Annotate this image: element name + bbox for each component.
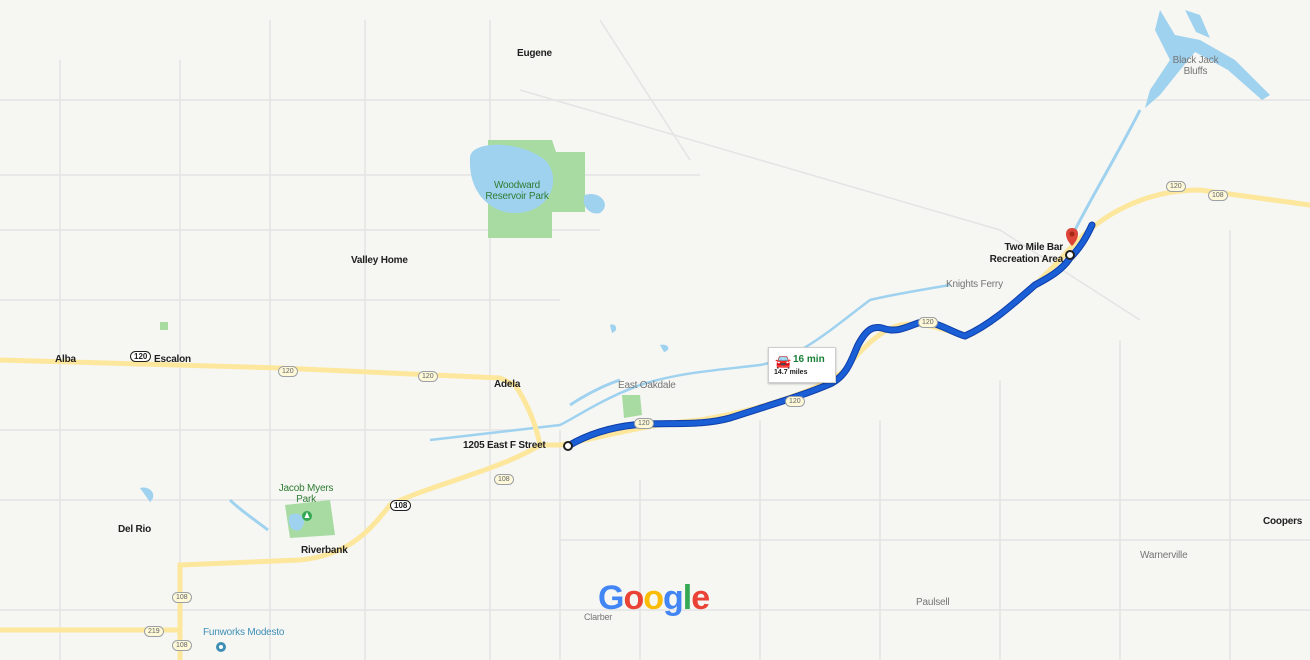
google-logo: Google [598, 578, 710, 618]
route-time: 16 min [793, 354, 825, 365]
highway-shield: 108 [390, 500, 412, 511]
place-label-valley-home: Valley Home [351, 255, 408, 266]
destination-marker[interactable] [1065, 250, 1075, 260]
logo-letter: o [643, 579, 664, 617]
place-label-jacob-myers-park[interactable]: Jacob Myers Park [278, 483, 334, 505]
origin-marker[interactable] [563, 441, 573, 451]
destination-label-line2: Recreation Area [989, 254, 1064, 265]
route-info-callout[interactable]: 🚘 16 min 14.7 miles [768, 347, 836, 383]
highway-shield: 120 [278, 366, 298, 377]
place-label-clarber: Clarber [584, 612, 613, 622]
water-bodies [140, 10, 1270, 531]
logo-letter: g [663, 579, 684, 617]
place-label-black-jack-bluffs: Black Jack Bluffs [1172, 55, 1219, 77]
destination-label-line1: Two Mile Bar [1004, 242, 1063, 253]
place-label-alba: Alba [55, 354, 76, 365]
highway-shield: 120 [1166, 181, 1186, 192]
park-pin-icon[interactable] [302, 511, 312, 521]
highway-shield: 120 [634, 418, 654, 429]
logo-letter: o [623, 579, 644, 617]
destination-pin-icon[interactable] [1066, 228, 1078, 246]
origin-label[interactable]: 1205 East F Street [463, 440, 546, 451]
attraction-pin-icon[interactable] [216, 642, 226, 652]
highway-shield: 108 [1208, 190, 1228, 201]
highway-shield: 108 [172, 592, 192, 603]
place-label-del-rio: Del Rio [118, 524, 152, 535]
logo-letter: l [682, 579, 693, 617]
place-label-escalon: Escalon [154, 354, 191, 365]
highway-shield: 108 [172, 640, 192, 651]
car-icon: 🚘 [775, 354, 792, 369]
place-label-riverbank: Riverbank [301, 545, 348, 556]
place-label-coopers: Coopers [1263, 516, 1303, 527]
place-label-east-oakdale: East Oakdale [618, 380, 676, 391]
place-label-knights-ferry: Knights Ferry [946, 279, 1003, 290]
logo-letter: e [691, 579, 710, 617]
minor-roads [0, 19, 1310, 660]
highway-shield: 120 [418, 371, 438, 382]
destination-label[interactable]: Two Mile Bar Recreation Area [977, 242, 1064, 266]
highway-shield: 120 [918, 317, 938, 328]
highway-shield: 120 [785, 396, 805, 407]
rivers [228, 109, 1142, 532]
logo-letter: G [598, 579, 624, 617]
place-label-adela: Adela [494, 379, 521, 390]
route-distance: 14.7 miles [774, 369, 808, 376]
place-label-warnerville: Warnerville [1140, 550, 1188, 561]
place-label-paulsell: Paulsell [916, 597, 950, 608]
highway-shield: 120 [130, 351, 152, 362]
highway-shield: 108 [494, 474, 514, 485]
place-label-funworks[interactable]: Funworks Modesto [203, 627, 285, 638]
highway-shield: 219 [144, 626, 164, 637]
place-label-eugene: Eugene [517, 48, 552, 59]
place-label-woodward-park[interactable]: Woodward Reservoir Park [485, 180, 549, 202]
route-line[interactable] [565, 222, 1095, 449]
